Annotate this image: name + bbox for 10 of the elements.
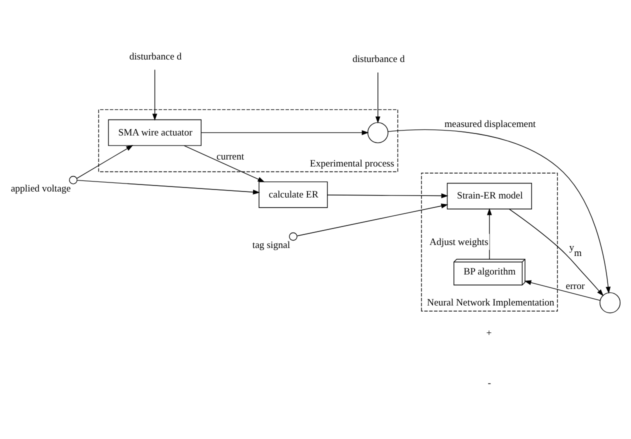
node-label: applied voltage <box>10 183 71 194</box>
edge-label: Adjust weights <box>429 236 488 248</box>
label: - <box>488 378 491 389</box>
label: + <box>486 328 492 339</box>
node-text: disturbance d <box>129 50 182 62</box>
node-text: disturbance d <box>352 54 405 65</box>
edge-label: error <box>566 280 585 292</box>
edge-label: current <box>216 150 244 162</box>
edge-label: measured displacement <box>444 118 536 130</box>
node-label: tag signal <box>252 240 290 251</box>
